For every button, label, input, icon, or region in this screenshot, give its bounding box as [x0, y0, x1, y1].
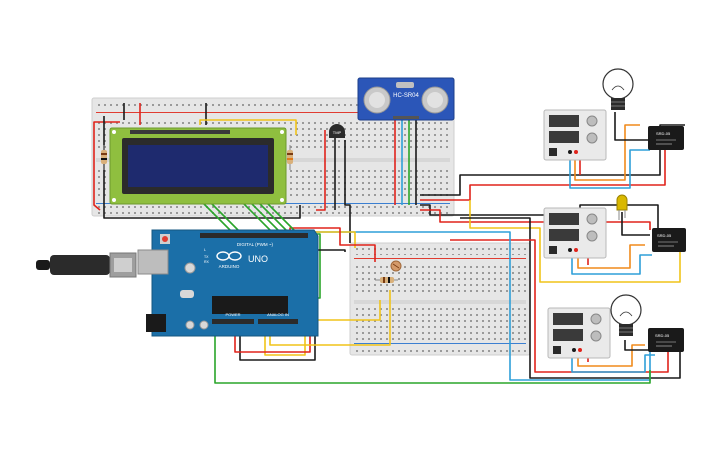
arduino-model-label: UNO — [248, 254, 268, 264]
power-supply-2[interactable] — [543, 207, 607, 259]
capacitor — [184, 262, 196, 274]
ultrasonic-sensor[interactable]: HC-SR04 — [357, 77, 455, 121]
relay-3[interactable]: SRD-05 — [648, 328, 684, 352]
relay-1[interactable]: SRD-05 — [648, 126, 684, 150]
l-label: L — [204, 248, 206, 252]
ultrasonic-model-label: HC-SR04 — [393, 93, 419, 99]
lcd-mount-hole — [112, 198, 116, 202]
usb-port — [137, 249, 169, 275]
atmega-chip — [212, 296, 288, 314]
power-label: POWER — [225, 312, 240, 317]
analog-label: ANALOG IN — [267, 312, 289, 317]
led-yellow[interactable] — [616, 194, 628, 220]
relay-1-label: SRD-05 — [656, 131, 671, 136]
power-header — [212, 319, 254, 324]
arduino-uno[interactable]: DIGITAL (PWM ~) ARDUINO UNO TX RX L POWE… — [137, 229, 319, 337]
arduino-logo — [216, 251, 242, 261]
capacitor — [199, 320, 209, 330]
resistor-bottom[interactable] — [375, 277, 398, 283]
photoresistor[interactable] — [390, 260, 402, 272]
lcd-mount-hole — [112, 130, 116, 134]
crystal — [180, 290, 194, 298]
lcd-mount-hole — [280, 130, 284, 134]
digital-header — [200, 233, 308, 238]
relay-2[interactable]: SRD-05 — [652, 228, 686, 252]
tx-label: TX — [204, 255, 209, 259]
capacitor — [185, 320, 195, 330]
lcd-pin-header — [130, 130, 230, 134]
light-bulb-2[interactable] — [610, 294, 642, 336]
reset-button[interactable] — [162, 236, 168, 242]
temperature-sensor[interactable]: TMP — [329, 124, 345, 138]
resistor-left[interactable] — [101, 145, 107, 170]
power-supply-3[interactable] — [547, 307, 611, 359]
relay-2-label: SRD-05 — [657, 233, 672, 238]
svg-text:TMP: TMP — [333, 130, 342, 135]
lcd-mount-hole — [280, 198, 284, 202]
power-supply-1[interactable] — [543, 109, 607, 161]
power-jack — [146, 314, 166, 332]
resistor-right[interactable] — [287, 145, 293, 170]
lcd-display[interactable] — [109, 127, 287, 205]
bottom-breadboard[interactable] — [349, 242, 531, 356]
analog-header — [258, 319, 298, 324]
relay-3-label: SRD-05 — [655, 333, 670, 338]
light-bulb-1[interactable] — [602, 68, 634, 110]
rx-label: RX — [204, 260, 210, 264]
usb-cable — [36, 252, 137, 278]
digital-header-label: DIGITAL (PWM ~) — [237, 242, 274, 247]
arduino-brand-label: ARDUINO — [219, 264, 240, 269]
